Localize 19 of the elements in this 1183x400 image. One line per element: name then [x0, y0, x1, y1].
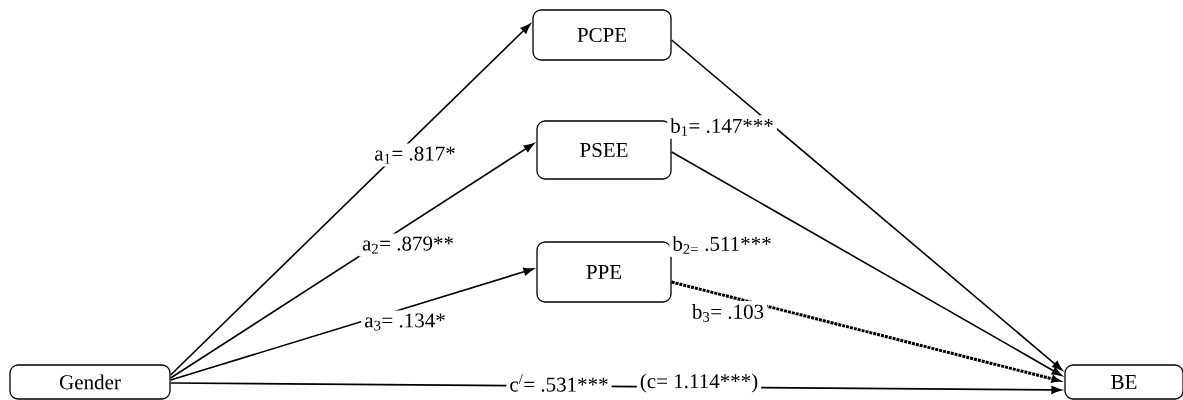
total-effect-label: (c= 1.114***) [636, 370, 762, 396]
variable-box: PSEE [536, 120, 672, 180]
edge-label: a$_{2}$= .879** [359, 233, 457, 257]
edge-label: b$_{1}$= .147*** [667, 115, 777, 139]
variable-box: Gender [9, 364, 171, 400]
arrow [169, 143, 535, 379]
arrow [169, 267, 534, 381]
variable-box: PCPE [532, 9, 672, 61]
edge-label: a$_{3}$= .134* [361, 310, 449, 334]
edge-label: b$_{3}$= .103 [688, 301, 768, 325]
edge-label: c$^{/}$= .531*** [506, 371, 612, 395]
arrow [169, 23, 531, 376]
arrow [670, 151, 1063, 377]
arrow [670, 39, 1063, 371]
variable-box: PPE [536, 241, 672, 303]
edge-label: a$_{1}$= .817* [371, 143, 459, 167]
arrow [671, 280, 1061, 383]
variable-box: BE [1064, 364, 1183, 400]
edge-label: b$_{2=}$ .511*** [669, 233, 775, 257]
